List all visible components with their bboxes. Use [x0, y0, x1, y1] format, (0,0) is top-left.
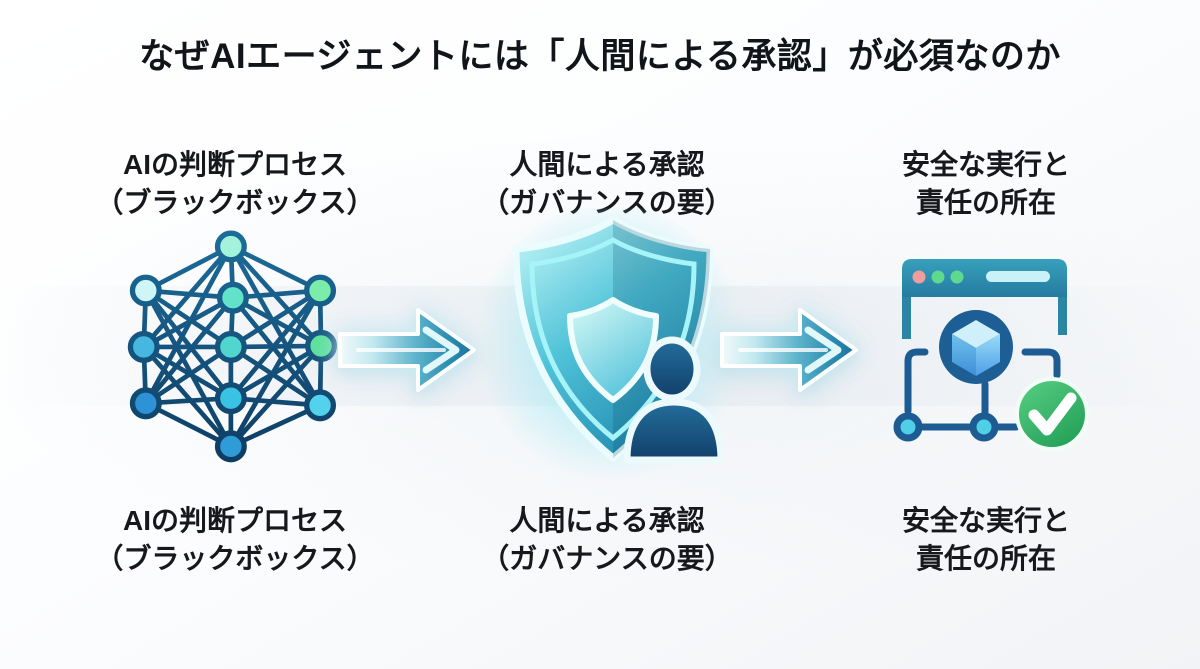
label-line: 安全な実行と — [901, 505, 1070, 536]
browser-window — [902, 259, 1067, 339]
window-dot-red — [912, 270, 926, 284]
label-ai-process-top: AIの判断プロセス （ブラックボックス） — [60, 146, 410, 222]
label-line: 人間による承認 — [509, 505, 705, 536]
label-safe-execution-top: 安全な実行と 責任の所在 — [836, 146, 1136, 222]
label-line: （ブラックボックス） — [95, 187, 375, 218]
page-title: なぜAIエージェントには「人間による承認」が必須なのか — [139, 37, 1061, 76]
network-nodes — [127, 230, 338, 463]
address-bar — [986, 271, 1050, 282]
label-line: AIの判断プロセス — [122, 505, 347, 536]
label-line: AIの判断プロセス — [122, 149, 347, 180]
label-line: 安全な実行と — [901, 149, 1070, 180]
workflow-circuit — [904, 348, 1061, 431]
label-line: 責任の所在 — [915, 543, 1056, 574]
shield-user-icon — [478, 208, 744, 488]
label-line: 人間による承認 — [509, 149, 705, 180]
arrow-right-icon — [338, 308, 476, 392]
inner-shield — [567, 297, 659, 403]
label-human-approval-top: 人間による承認 （ガバナンスの要） — [437, 146, 777, 222]
circuit-node — [969, 412, 999, 442]
label-ai-process-bottom: AIの判断プロセス （ブラックボックス） — [60, 502, 410, 578]
window-dot-green — [931, 270, 945, 284]
checkmark-icon — [1028, 392, 1077, 436]
label-line: （ブラックボックス） — [95, 543, 375, 574]
cube-node — [939, 310, 1013, 384]
label-safe-execution-bottom: 安全な実行と 責任の所在 — [836, 502, 1136, 578]
label-line: （ガバナンスの要） — [481, 543, 733, 574]
browser-check-icon — [893, 259, 1089, 451]
label-line: 責任の所在 — [915, 187, 1056, 218]
check-badge — [1015, 377, 1089, 451]
person-silhouette — [623, 336, 725, 464]
neural-network-icon — [127, 230, 338, 463]
label-human-approval-bottom: 人間による承認 （ガバナンスの要） — [437, 502, 777, 578]
circuit-node — [893, 412, 923, 442]
arrow-right-icon — [720, 308, 858, 392]
window-dot-green — [950, 270, 964, 284]
